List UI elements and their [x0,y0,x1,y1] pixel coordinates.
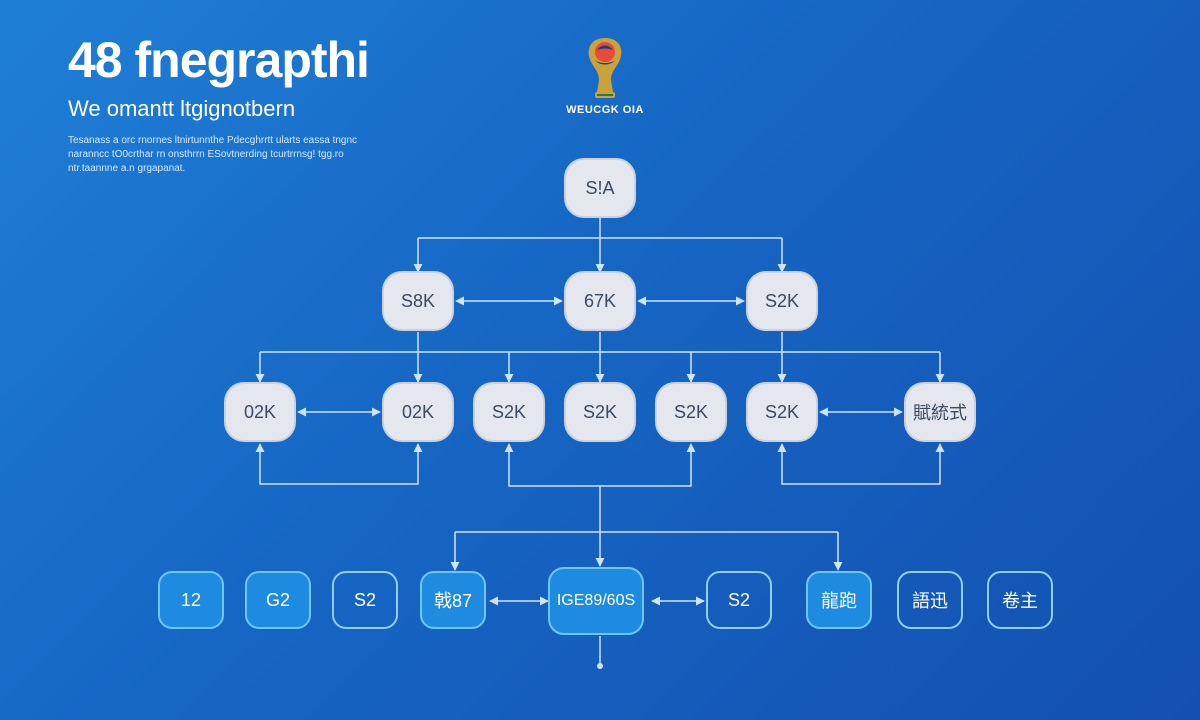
trophy-icon [588,38,622,98]
logo: WEUCGK OIA [560,36,650,116]
node-l4-4[interactable]: 戟87 [420,571,486,629]
node-l4-6[interactable]: S2 [706,571,772,629]
page-title: 48 fnegrapthi [68,32,370,88]
logo-text: WEUCGK OIA [566,104,644,116]
connector-bracket-right [777,443,945,485]
node-l3-7[interactable]: 賦統式 [904,382,976,442]
page-subtitle: We omantt ltgignotbern [68,96,296,121]
node-l4-9[interactable]: 卷主 [987,571,1053,629]
node-l4-8[interactable]: 語迅 [897,571,963,629]
node-l2-3[interactable]: S2K [746,271,818,331]
node-l2-1[interactable]: S8K [382,271,454,331]
node-l3-3[interactable]: S2K [473,382,545,442]
node-l3-4[interactable]: S2K [564,382,636,442]
node-l4-2[interactable]: G2 [245,571,311,629]
node-l3-1[interactable]: 02K [224,382,296,442]
node-l4-3[interactable]: S2 [332,571,398,629]
node-l3-5[interactable]: S2K [655,382,727,442]
connector-bracket-mid [504,443,696,487]
node-l3-2[interactable]: 02K [382,382,454,442]
node-l2-2[interactable]: 67K [564,271,636,331]
connector-tail-dot [597,663,603,669]
header: 48 fnegrapthi We omantt ltgignotbern Tes… [68,30,508,176]
page-description: Tesanass a orc rnornes ltnirtunnthe Pdec… [68,135,358,174]
node-l4-center[interactable]: IGE89/60S [548,567,644,635]
connector-bracket-left [255,443,423,485]
node-l4-7[interactable]: 龍跑 [806,571,872,629]
node-l3-6[interactable]: S2K [746,382,818,442]
node-root[interactable]: S!A [564,158,636,218]
node-l4-1[interactable]: 12 [158,571,224,629]
